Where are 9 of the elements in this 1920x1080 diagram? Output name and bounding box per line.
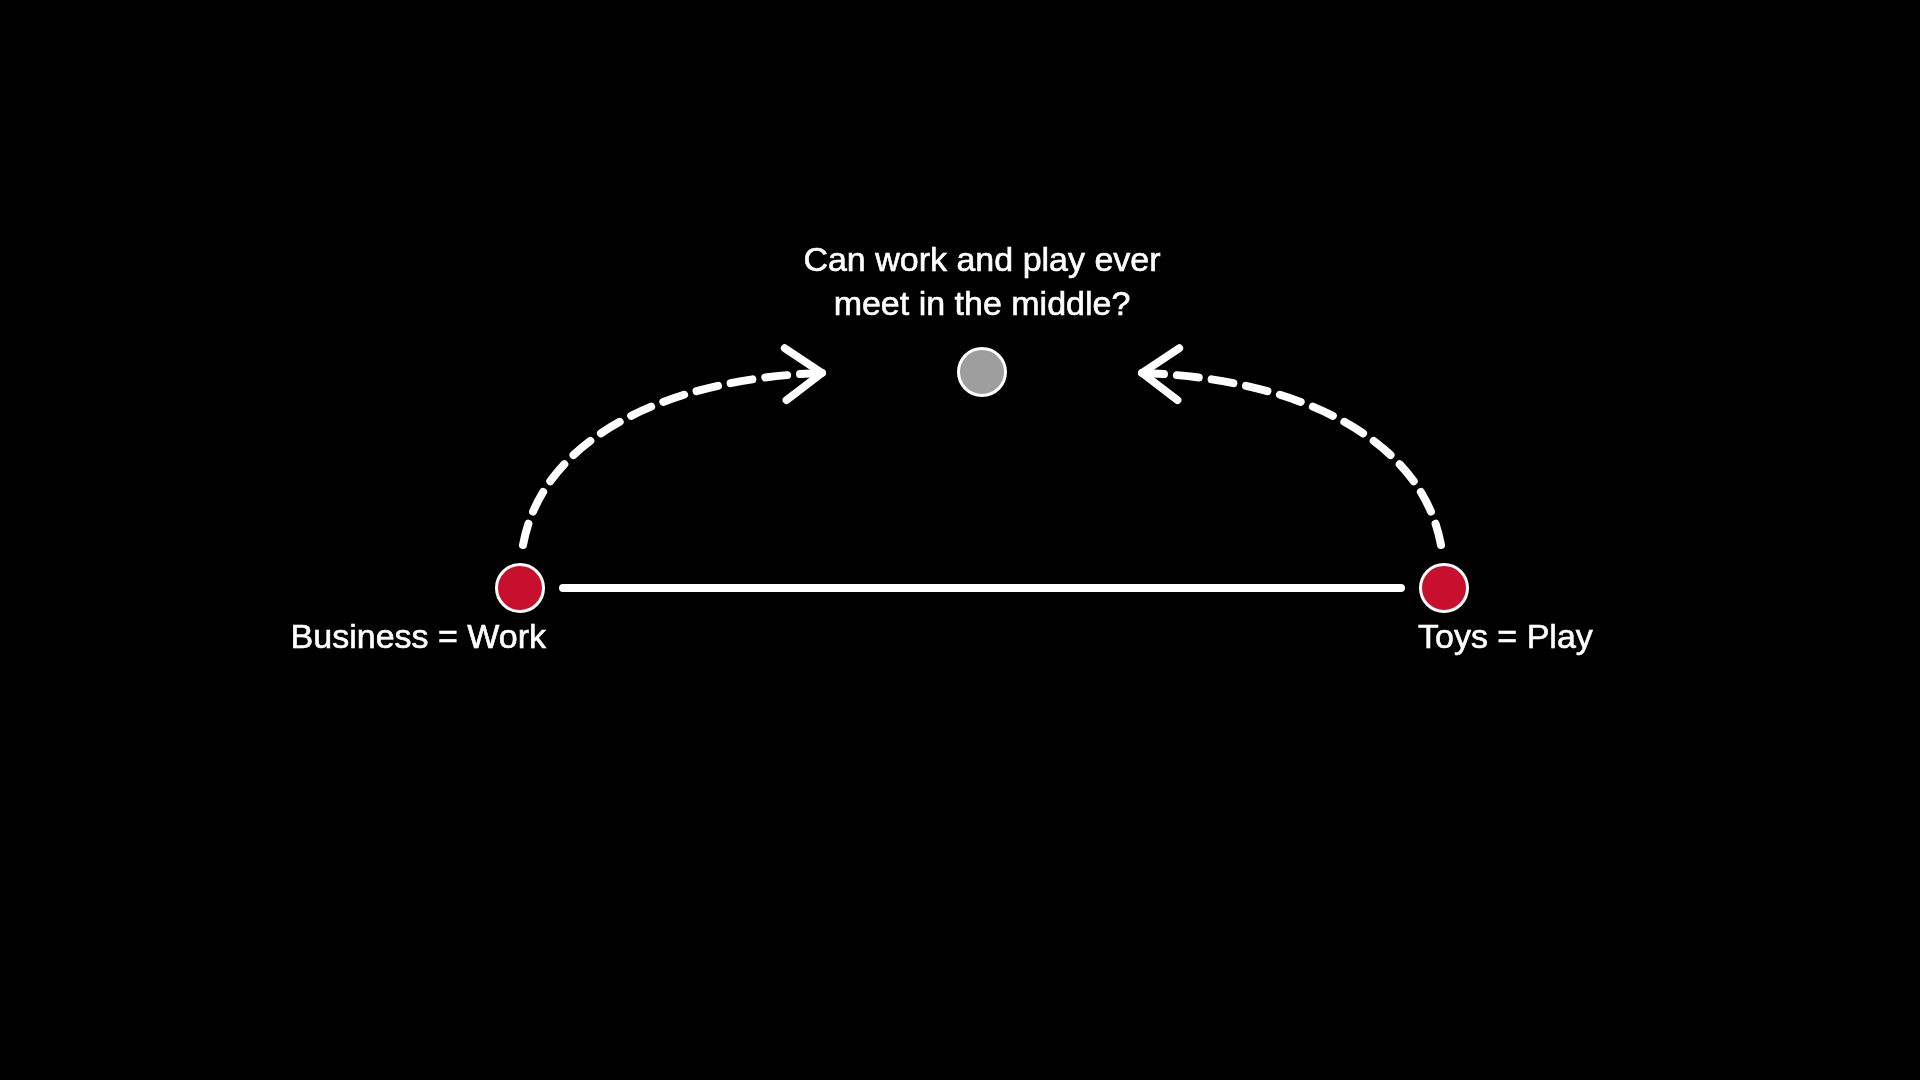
- connector-line: [559, 584, 1405, 592]
- dashed-arrow: [519, 345, 826, 549]
- circle-node: [1419, 563, 1469, 613]
- node-caption: Business = Work: [290, 616, 546, 657]
- node-caption: Toys = Play: [1418, 616, 1593, 657]
- circle-node: [495, 563, 545, 613]
- node-caption: Can work and play ever meet in the middle?: [802, 239, 1162, 324]
- dashed-arrow: [1138, 345, 1445, 549]
- circle-node: [957, 347, 1007, 397]
